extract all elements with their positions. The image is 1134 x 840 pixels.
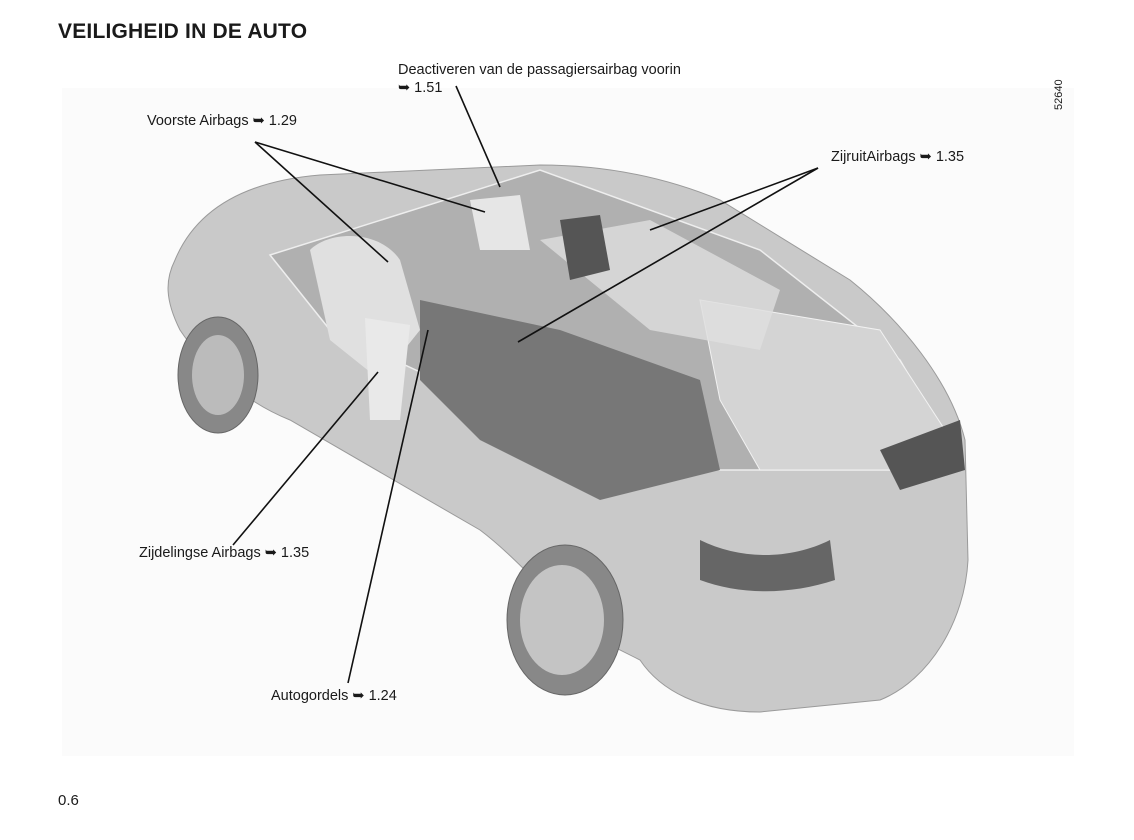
deactivate-passenger-airbag-ref: ➥ 1.51 <box>398 80 443 96</box>
car-body <box>167 164 969 713</box>
side-airbags-label: Zijdelingse Airbags ➥ 1.35 <box>139 545 310 561</box>
front-airbags-label: Voorste Airbags ➥ 1.29 <box>147 113 297 129</box>
seatbelts-label: Autogordels ➥ 1.24 <box>271 688 397 704</box>
figure-reference-number: 52640 <box>1053 79 1065 110</box>
wheels <box>177 316 624 696</box>
page-title: VEILIGHEID IN DE AUTO <box>58 20 308 43</box>
page-number: 0.6 <box>58 792 79 809</box>
deactivate-passenger-airbag-label: Deactiveren van de passagiersairbag voor… <box>398 62 681 78</box>
leader-lines <box>232 85 819 684</box>
curtain-airbags-label: ZijruitAirbags ➥ 1.35 <box>831 149 965 165</box>
